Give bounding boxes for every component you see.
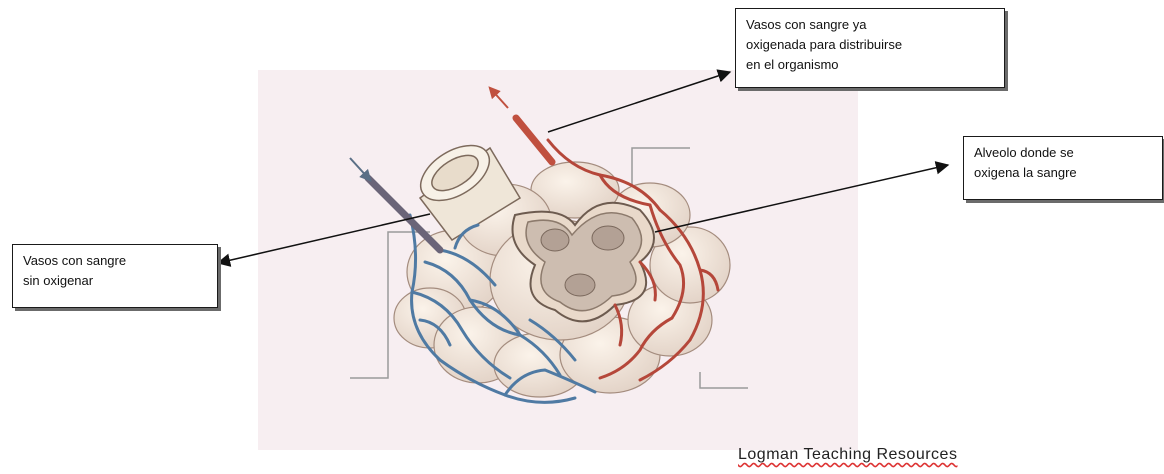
label-text: oxigena la sangre: [974, 163, 1152, 183]
label-oxygenated-vessels: Vasos con sangre ya oxigenada para distr…: [735, 8, 1005, 88]
label-text: sin oxigenar: [23, 271, 207, 291]
label-text: Vasos con sangre: [23, 251, 207, 271]
label-text: Vasos con sangre ya: [746, 15, 994, 35]
label-text: en el organismo: [746, 55, 994, 75]
credit-text: Logman Teaching Resources: [738, 446, 957, 464]
label-text: oxigenada para distribuirse: [746, 35, 994, 55]
label-deoxygenated-vessels: Vasos con sangre sin oxigenar: [12, 244, 218, 308]
label-alveolus: Alveolo donde se oxigena la sangre: [963, 136, 1163, 200]
label-text: Alveolo donde se: [974, 143, 1152, 163]
